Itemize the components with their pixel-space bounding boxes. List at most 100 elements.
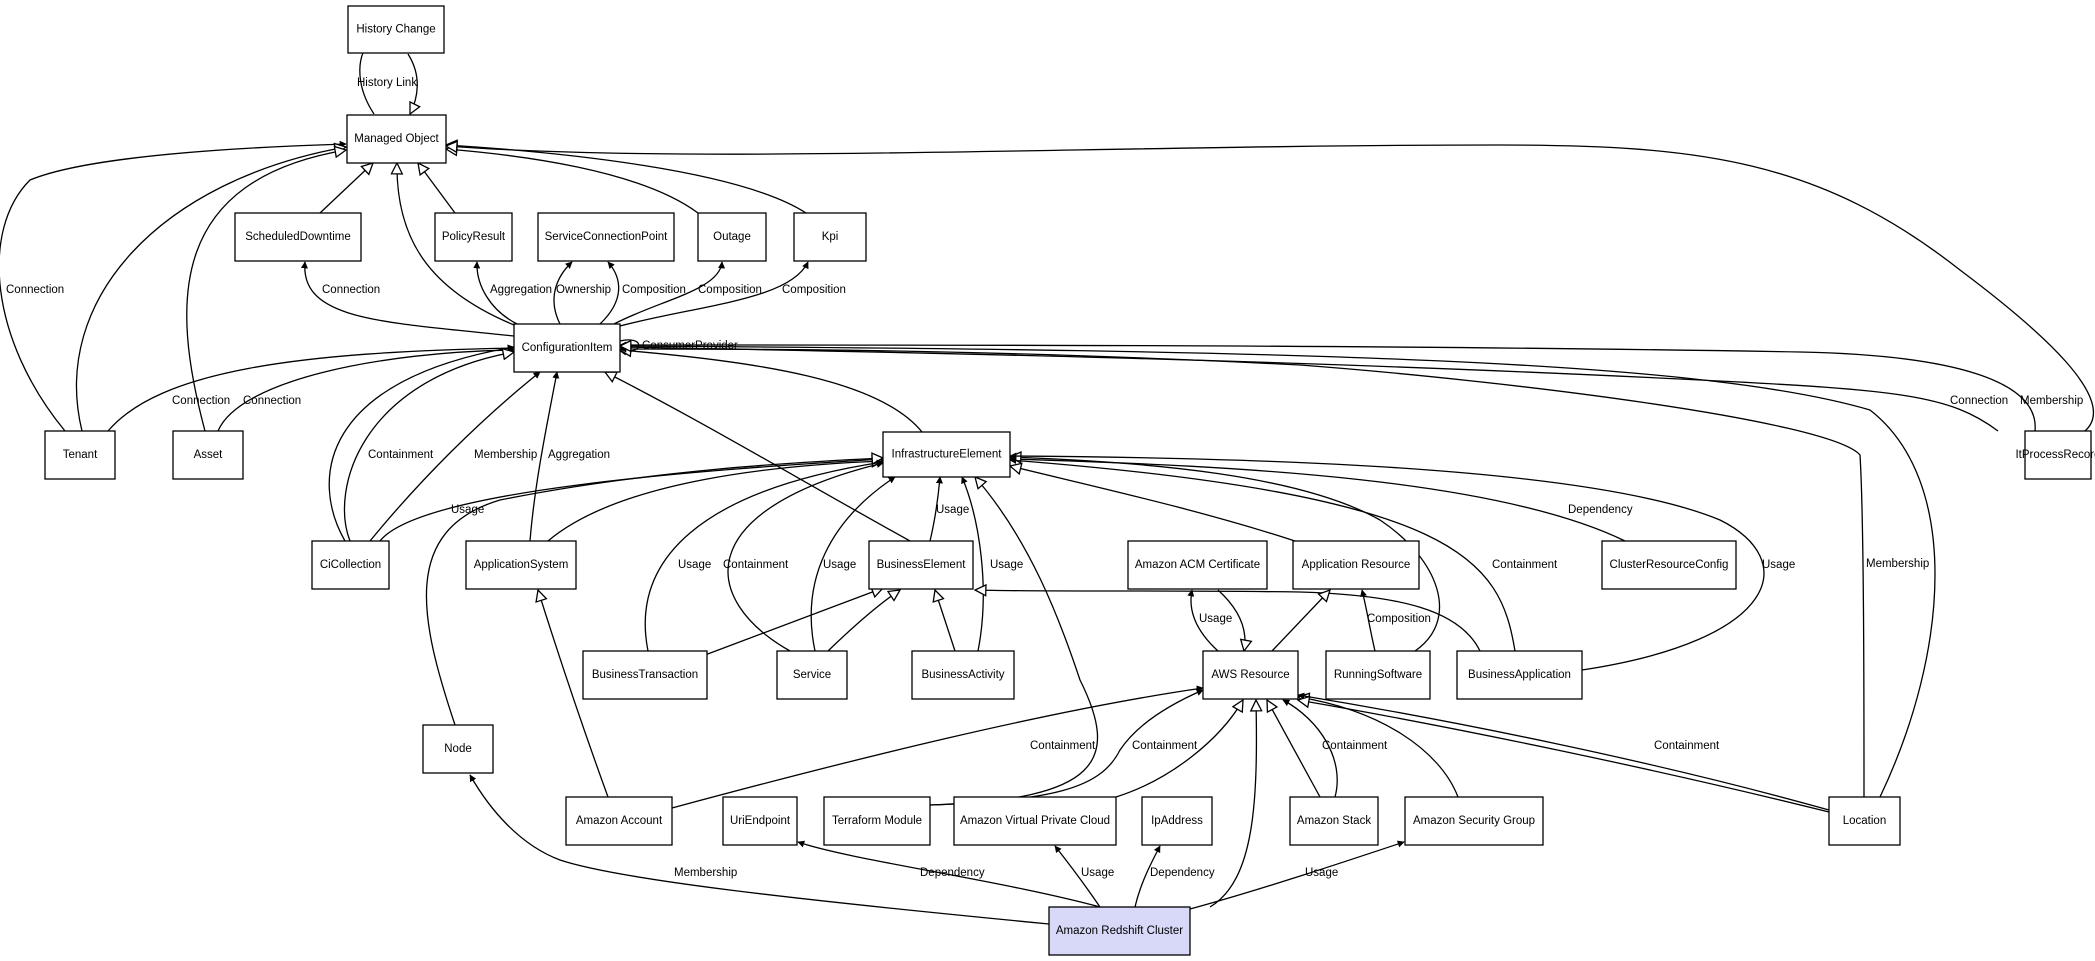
node-business-element[interactable]: BusinessElement: [868, 540, 974, 590]
node-label: ConfigurationItem: [522, 342, 613, 354]
node-label: BusinessApplication: [1468, 669, 1571, 681]
node-business-activity[interactable]: BusinessActivity: [911, 650, 1015, 700]
node-asset[interactable]: Asset: [172, 430, 244, 480]
edge-redshift-usage-security-group: Usage: [1189, 840, 1405, 910]
edge-node-inherits-ie: [425, 458, 883, 726]
node-amazon-stack[interactable]: Amazon Stack: [1289, 796, 1379, 846]
edge-ci-collection-containment-ci: [328, 344, 515, 542]
edge-service-containment-ie: Containment: [723, 461, 884, 652]
node-label: BusinessElement: [877, 559, 967, 571]
edge-service-usage-ie: Usage: [810, 476, 896, 652]
node-scheduled-downtime[interactable]: ScheduledDowntime: [234, 212, 362, 262]
node-amazon-redshift-cluster[interactable]: Amazon Redshift Cluster: [1048, 906, 1191, 956]
node-ip-address[interactable]: IpAddress: [1141, 796, 1213, 846]
node-label: PolicyResult: [442, 231, 506, 243]
node-terraform-module[interactable]: Terraform Module: [823, 796, 931, 846]
node-location[interactable]: Location: [1828, 796, 1901, 846]
edge-label-containment-acct: Containment: [1030, 740, 1096, 752]
edge-vpc-inherits-aws-resource: [1115, 700, 1243, 798]
edge-label-containment-tf: Containment: [1132, 740, 1198, 752]
node-amazon-security-group[interactable]: Amazon Security Group: [1404, 796, 1544, 846]
edge-business-activity-usage-ie: Usage: [961, 476, 1023, 652]
node-label: History Change: [356, 24, 435, 36]
edge-configuration-item-inherits-managed-object: [397, 163, 515, 326]
edge-tenant-connection-managed-object: Connection: [0, 140, 347, 432]
node-kpi[interactable]: Kpi: [793, 212, 867, 262]
edge-label-usage-sg: Usage: [1305, 867, 1338, 879]
edge-label-connection-tenant-mo: Connection: [6, 284, 64, 296]
edge-ci-composition-scp: Composition: [599, 261, 686, 325]
node-ci-collection[interactable]: CiCollection: [311, 540, 390, 590]
edge-label-membership-location: Membership: [1866, 558, 1929, 570]
edge-ci-aggregation-policy-result: Aggregation: [473, 261, 552, 325]
edge-ci-composition-outage: Composition: [613, 261, 762, 325]
node-application-system[interactable]: ApplicationSystem: [465, 540, 577, 590]
edge-label-connection-sd: Connection: [322, 284, 380, 296]
edge-redshift-inherits-aws-resource: [1209, 700, 1256, 908]
node-aws-resource[interactable]: AWS Resource: [1202, 650, 1299, 700]
edge-ci-collection-inherits-ci: Containment: [343, 352, 514, 542]
node-business-application[interactable]: BusinessApplication: [1456, 650, 1583, 700]
edge-business-application-usage-ie: Usage: [1009, 452, 1795, 671]
edge-label-usage-be: Usage: [936, 504, 969, 516]
edge-it-process-record-membership-ci: Membership: [619, 341, 2083, 432]
node-label: Amazon Account: [576, 815, 663, 827]
node-amazon-account[interactable]: Amazon Account: [565, 796, 673, 846]
node-application-resource[interactable]: Application Resource: [1292, 540, 1420, 590]
edge-location-membership-ci: Membership: [619, 345, 1929, 798]
node-amazon-acm-certificate[interactable]: Amazon ACM Certificate: [1127, 540, 1268, 590]
node-history-change[interactable]: History Change: [347, 5, 445, 54]
node-label: Application Resource: [1302, 559, 1411, 571]
edge-label-membership-redshift: Membership: [674, 867, 737, 879]
node-managed-object[interactable]: Managed Object: [346, 114, 447, 164]
node-configuration-item[interactable]: ConfigurationItem: [513, 323, 621, 373]
edge-location-inherits-ci: [620, 346, 1936, 798]
edge-label-usage-aws-acm: Usage: [1199, 613, 1232, 625]
node-label: Amazon Redshift Cluster: [1056, 925, 1183, 937]
edge-running-software-inherits-ie: [1010, 457, 1441, 652]
node-label: Service: [793, 669, 831, 681]
edge-amazon-account-containment-aws: Containment: [671, 685, 1204, 809]
node-service[interactable]: Service: [776, 650, 848, 700]
edge-terraform-module-inherits-ie: [929, 477, 1099, 806]
node-label: RunningSoftware: [1334, 669, 1422, 681]
edge-label-containment-bapp: Containment: [1492, 559, 1558, 571]
edge-service-inherits-be: [827, 590, 900, 652]
node-amazon-virtual-private-cloud[interactable]: Amazon Virtual Private Cloud: [953, 796, 1117, 846]
node-label: Tenant: [63, 449, 98, 461]
node-label: Terraform Module: [832, 815, 922, 827]
edge-label-containment-cic: Containment: [368, 449, 434, 461]
edge-business-element-inherits-ci: [605, 372, 911, 542]
node-it-process-record[interactable]: ItProcessRecord: [2015, 430, 2095, 480]
node-label: ScheduledDowntime: [245, 231, 350, 243]
node-cluster-resource-config[interactable]: ClusterResourceConfig: [1601, 540, 1737, 590]
node-running-software[interactable]: RunningSoftware: [1325, 650, 1431, 700]
node-business-transaction[interactable]: BusinessTransaction: [582, 650, 708, 700]
node-label: UriEndpoint: [730, 815, 791, 827]
edge-ci-connection-scheduled-downtime: Connection: [300, 261, 515, 337]
edge-label-aggregation-pr: Aggregation: [490, 284, 552, 296]
edge-asset-connection-ci: Connection: [217, 346, 515, 432]
node-infrastructure-element[interactable]: InfrastructureElement: [882, 431, 1011, 478]
node-service-connection-point[interactable]: ServiceConnectionPoint: [537, 212, 675, 262]
node-label: Asset: [194, 449, 224, 461]
edge-label-usage-ba: Usage: [990, 559, 1023, 571]
edge-business-transaction-inherits-be: [704, 588, 883, 656]
node-outage[interactable]: Outage: [697, 212, 767, 262]
node-label: ServiceConnectionPoint: [545, 231, 669, 243]
node-tenant[interactable]: Tenant: [44, 430, 116, 480]
edge-business-activity-inherits-be: [935, 590, 956, 652]
node-label: Kpi: [822, 231, 839, 243]
edge-location-inherits-aws-resource: Containment: [1298, 700, 1830, 813]
node-label: Node: [444, 743, 472, 755]
edge-business-application-inherits-be: [975, 590, 1481, 652]
node-node[interactable]: Node: [422, 724, 494, 774]
edge-label-composition-kpi: Composition: [782, 284, 846, 296]
node-policy-result[interactable]: PolicyResult: [434, 212, 513, 262]
edge-label-containment-location: Containment: [1654, 740, 1720, 752]
edge-label-composition-outage: Composition: [698, 284, 762, 296]
node-uri-endpoint[interactable]: UriEndpoint: [722, 796, 798, 846]
edge-acm-inherits-aws-resource: [1217, 589, 1245, 651]
edge-label-history-link: History Link: [357, 77, 417, 89]
node-label: Amazon ACM Certificate: [1135, 559, 1260, 571]
